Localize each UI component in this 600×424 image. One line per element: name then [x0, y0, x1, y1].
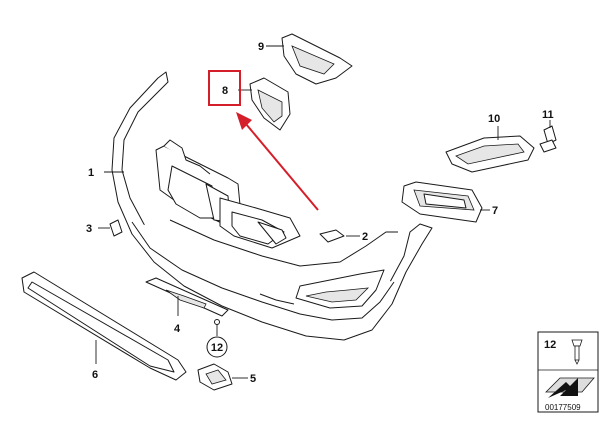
highlight-arrow: [245, 123, 319, 211]
legend-part-number: 12: [544, 339, 556, 351]
fog-light-frame: [401, 181, 483, 223]
callouts: 1 2 3 4 5 6 7 8 9 10 11 12: [86, 41, 554, 385]
brake-air-duct: [445, 135, 535, 173]
cover-cap: [319, 229, 345, 243]
highlight: [208, 70, 319, 211]
callout-1: 1: [88, 167, 94, 179]
callout-6: 6: [92, 369, 98, 381]
callout-4: 4: [174, 323, 181, 335]
callout-7: 7: [492, 205, 498, 217]
callout-12: 12: [211, 342, 223, 354]
screw-icon: [571, 339, 583, 365]
callout-10: 10: [488, 113, 500, 125]
highlight-box: [208, 70, 241, 106]
kidney-grille: [155, 139, 301, 249]
lower-mesh-grille: [21, 271, 187, 381]
tow-hook-cover: [197, 363, 233, 391]
image-code: 00177509: [545, 403, 581, 412]
callout-5: 5: [250, 373, 256, 385]
callout-2: 2: [362, 231, 368, 243]
callout-8: 8: [222, 85, 228, 97]
legend-box: 12 00177509: [537, 331, 599, 413]
callout-3: 3: [86, 223, 92, 235]
trim-strip: [145, 277, 229, 317]
air-duct-small: [249, 77, 291, 131]
air-duct-upper: [281, 33, 353, 85]
small-cap: [109, 219, 123, 237]
arrow-icon: [545, 377, 595, 398]
highlight-arrowhead: [236, 112, 252, 130]
expanding-rivet: [214, 319, 220, 325]
clip: [539, 125, 557, 153]
leader-lines: [95, 45, 551, 379]
callout-9: 9: [258, 41, 264, 53]
callout-12-circle: [206, 336, 228, 358]
callout-11: 11: [542, 109, 554, 121]
